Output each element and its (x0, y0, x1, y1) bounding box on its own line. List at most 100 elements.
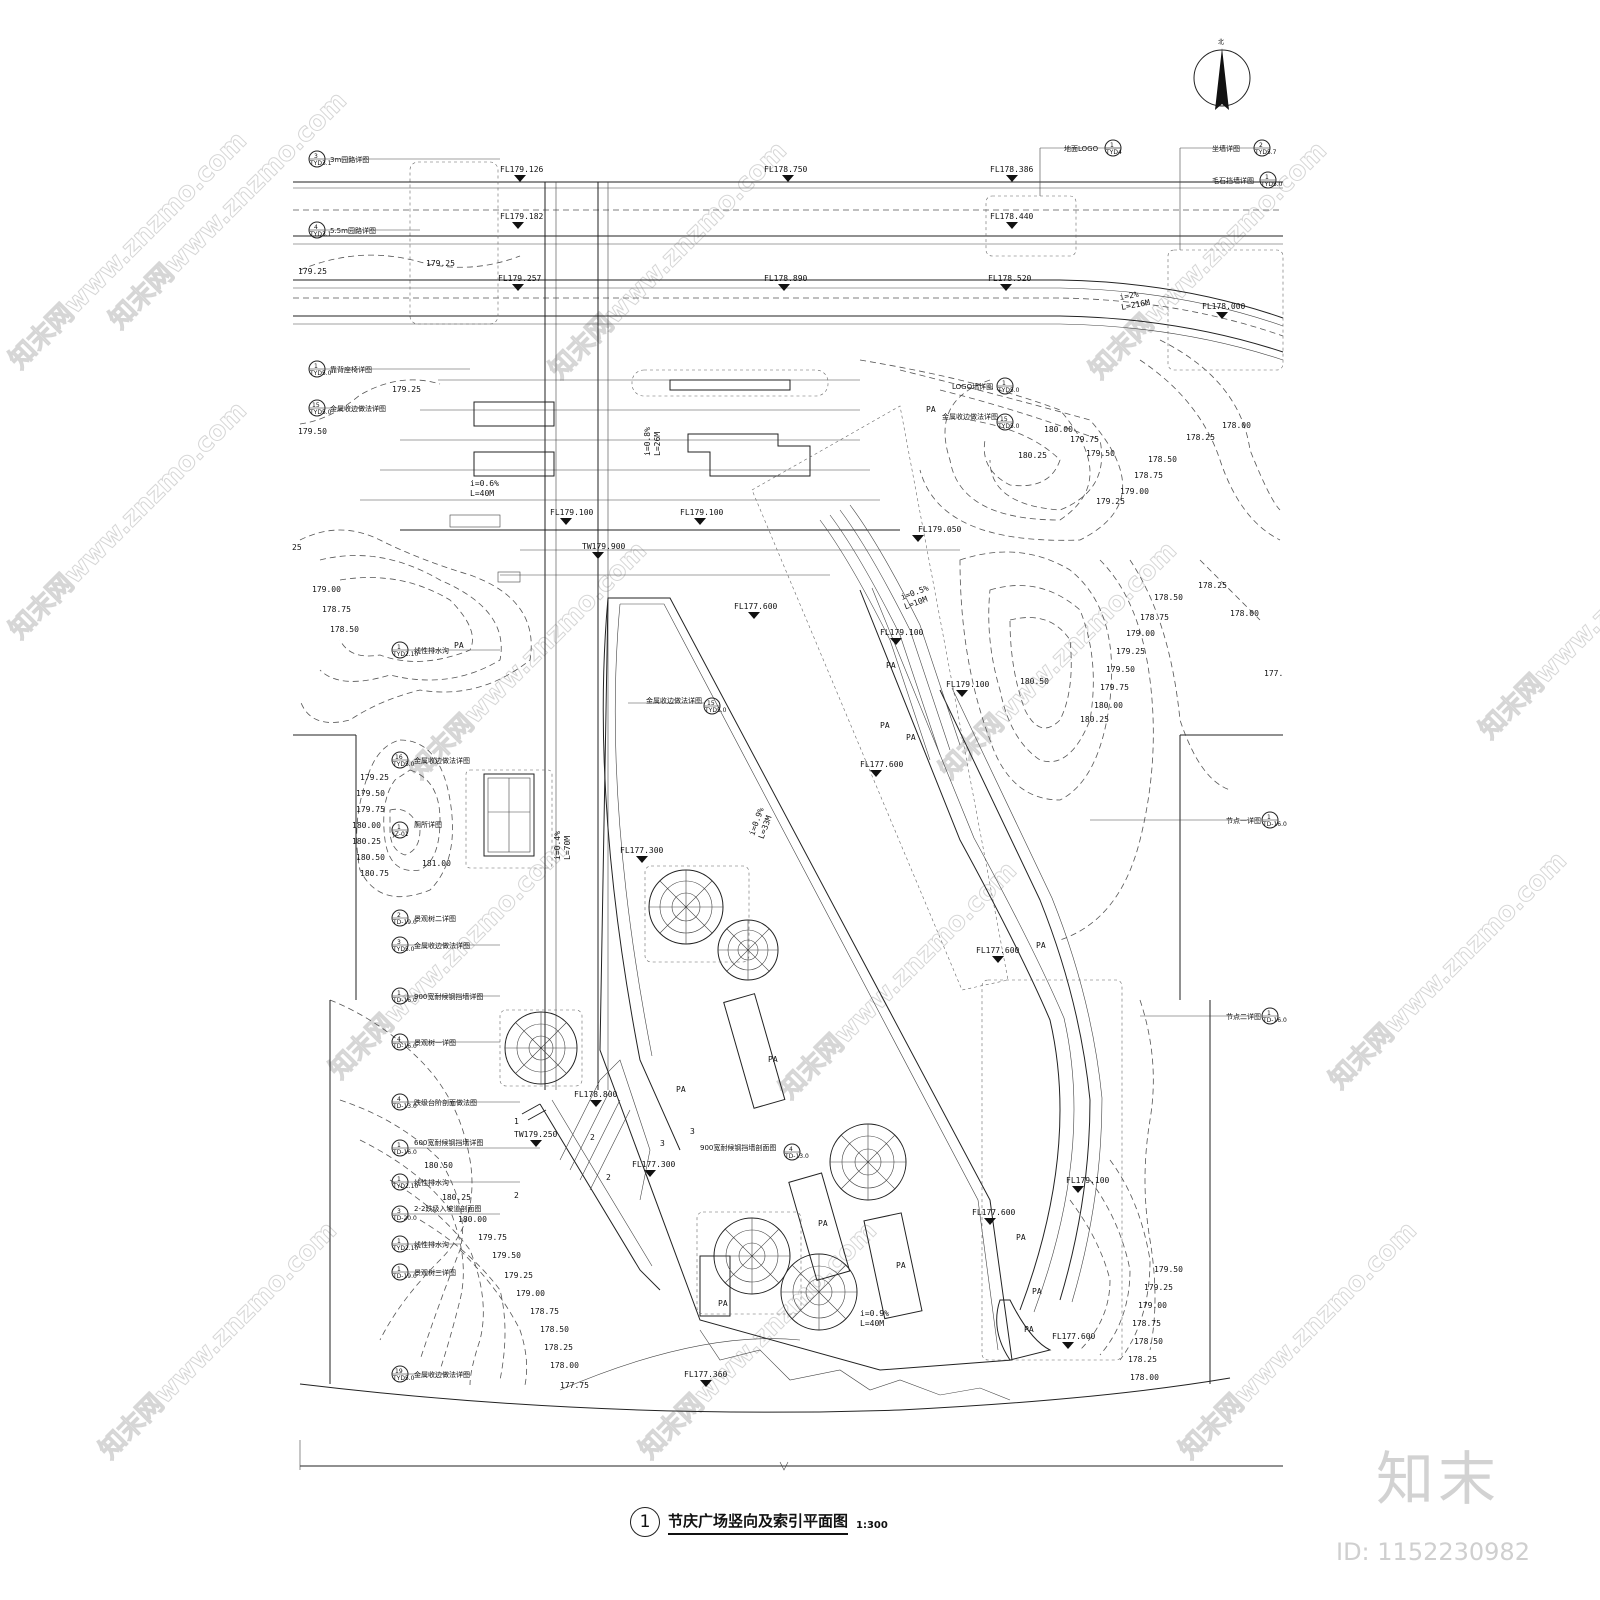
svg-text:TYD3.1: TYD3.1 (309, 231, 332, 238)
watermark: 知末网www.znzmo.com (544, 136, 793, 385)
svg-text:1: 1 (1002, 380, 1006, 387)
svg-text:TD-20.0: TD-20.0 (392, 1215, 417, 1222)
svg-text:PA: PA (1024, 1325, 1034, 1334)
svg-text:179.50: 179.50 (1086, 449, 1115, 458)
svg-text:PA: PA (818, 1219, 828, 1228)
svg-text:179.50: 179.50 (492, 1251, 521, 1260)
svg-text:景观树一详图: 景观树一详图 (414, 1038, 456, 1047)
tree-layer (499, 865, 907, 1331)
svg-text:TYD5.0: TYD5.0 (392, 761, 415, 768)
svg-text:180.00: 180.00 (352, 821, 381, 830)
svg-text:179.25: 179.25 (1096, 497, 1125, 506)
drawing-title: 1 节庆广场竖向及索引平面图 1:300 (630, 1502, 888, 1542)
elevation-marker: FL179.100 (550, 508, 594, 525)
svg-text:179.75: 179.75 (1100, 683, 1129, 692)
elevation-marker: FL179.100 (946, 680, 990, 697)
svg-text:178.25: 178.25 (1186, 433, 1215, 442)
svg-text:TYD2.10: TYD2.10 (392, 651, 418, 658)
svg-text:i=0.4%: i=0.4% (553, 831, 562, 860)
svg-text:FL177.600: FL177.600 (972, 1208, 1016, 1217)
svg-text:178.25: 178.25 (1198, 581, 1227, 590)
svg-text:600宽耐候钢挡墙详图: 600宽耐候钢挡墙详图 (414, 1138, 483, 1147)
svg-text:TD-13.0: TD-13.0 (392, 1103, 417, 1110)
slope-label: i=0.5%L=10M (900, 583, 930, 611)
svg-text:金属收边做法详图: 金属收边做法详图 (942, 412, 998, 421)
elevation-marker: FL179.257 (498, 274, 542, 291)
elevation-marker: FL177.600 (972, 1208, 1016, 1225)
north-arrow: 北 (1193, 38, 1251, 110)
svg-text:跌级台阶剖面做法图: 跌级台阶剖面做法图 (414, 1098, 477, 1107)
svg-text:4: 4 (314, 224, 318, 231)
brand-logo: 知末 (1376, 1445, 1501, 1513)
brand-id: ID: 1152230982 (1336, 1538, 1530, 1566)
svg-text:FL178.440: FL178.440 (990, 212, 1034, 221)
svg-text:25: 25 (292, 543, 302, 552)
svg-text:景观树二详图: 景观树二详图 (414, 914, 456, 923)
svg-text:线性排水沟: 线性排水沟 (414, 1178, 449, 1187)
svg-text:节点一详图: 节点一详图 (1226, 816, 1261, 825)
svg-text:179.25: 179.25 (298, 267, 327, 276)
svg-text:线性排水沟: 线性排水沟 (414, 646, 449, 655)
svg-text:PA: PA (454, 641, 464, 650)
svg-text:178.50: 178.50 (1154, 593, 1183, 602)
elevation-marker: FL179.182 (500, 212, 544, 229)
svg-text:TYD5.0: TYD5.0 (392, 946, 415, 953)
svg-text:179.75: 179.75 (356, 805, 385, 814)
svg-text:TD-16.0: TD-16.0 (392, 1043, 417, 1050)
svg-text:TYD3.1: TYD3.1 (309, 160, 332, 167)
svg-text:178.75: 178.75 (1140, 613, 1169, 622)
elevation-marker: FL179.100 (1066, 1176, 1110, 1193)
svg-text:PA: PA (880, 721, 890, 730)
elevation-marker: FL178.440 (990, 212, 1034, 229)
svg-text:金属收边做法详图: 金属收边做法详图 (414, 756, 470, 765)
svg-text:181.00: 181.00 (422, 859, 451, 868)
svg-text:TYD5.0: TYD5.0 (704, 707, 727, 714)
svg-text:3: 3 (660, 1139, 665, 1148)
watermark: 知末网www.znzmo.com (1324, 846, 1573, 1095)
svg-text:178.75: 178.75 (322, 605, 351, 614)
elevation-marker: FL178.000 (1202, 302, 1246, 319)
svg-text:TW179.250: TW179.250 (514, 1130, 558, 1139)
svg-text:178.25: 178.25 (1128, 1355, 1157, 1364)
svg-text:TD-16.0: TD-16.0 (1262, 821, 1287, 828)
svg-text:2: 2 (397, 912, 401, 919)
svg-text:178.50: 178.50 (1148, 455, 1177, 464)
svg-text:PA: PA (1032, 1287, 1042, 1296)
svg-text:节点二详图: 节点二详图 (1226, 1012, 1261, 1021)
svg-text:1: 1 (397, 1176, 401, 1183)
svg-text:金属收边做法详图: 金属收边做法详图 (414, 1370, 470, 1379)
svg-text:2: 2 (606, 1173, 611, 1182)
contour-layer (299, 254, 1281, 1386)
svg-text:TD-19.0: TD-19.0 (392, 1273, 417, 1280)
svg-text:FL177.360: FL177.360 (684, 1370, 728, 1379)
svg-text:TYD5.0: TYD5.0 (997, 423, 1020, 430)
svg-text:FL179.100: FL179.100 (946, 680, 990, 689)
svg-text:179.50: 179.50 (298, 427, 327, 436)
svg-text:1: 1 (397, 824, 401, 831)
svg-text:180.50: 180.50 (424, 1161, 453, 1170)
elevation-marker: FL178.386 (990, 165, 1034, 182)
svg-text:179.25: 179.25 (426, 259, 455, 268)
svg-text:FL178.750: FL178.750 (764, 165, 808, 174)
svg-text:FL178.000: FL178.000 (1202, 302, 1246, 311)
svg-text:178.75: 178.75 (1134, 471, 1163, 480)
svg-text:FL178.386: FL178.386 (990, 165, 1034, 174)
svg-text:金属收边做法详图: 金属收边做法详图 (646, 696, 702, 705)
svg-text:PA: PA (906, 733, 916, 742)
svg-text:TYD5.7: TYD5.7 (1254, 149, 1277, 156)
road-band (293, 161, 1284, 1090)
svg-text:FL179.100: FL179.100 (1066, 1176, 1110, 1185)
svg-text:3m园路详图: 3m园路详图 (330, 155, 369, 164)
svg-text:TD-16.0: TD-16.0 (1262, 1017, 1287, 1024)
svg-text:TYD2.10: TYD2.10 (392, 1245, 418, 1252)
svg-text:1: 1 (1265, 174, 1269, 181)
svg-text:PA: PA (1016, 1233, 1026, 1242)
svg-text:179.00: 179.00 (1120, 487, 1149, 496)
svg-text:1: 1 (1110, 142, 1114, 149)
svg-text:178.50: 178.50 (540, 1325, 569, 1334)
watermark: 知末网www.znzmo.com (1174, 1216, 1423, 1465)
svg-text:180.25: 180.25 (442, 1193, 471, 1202)
